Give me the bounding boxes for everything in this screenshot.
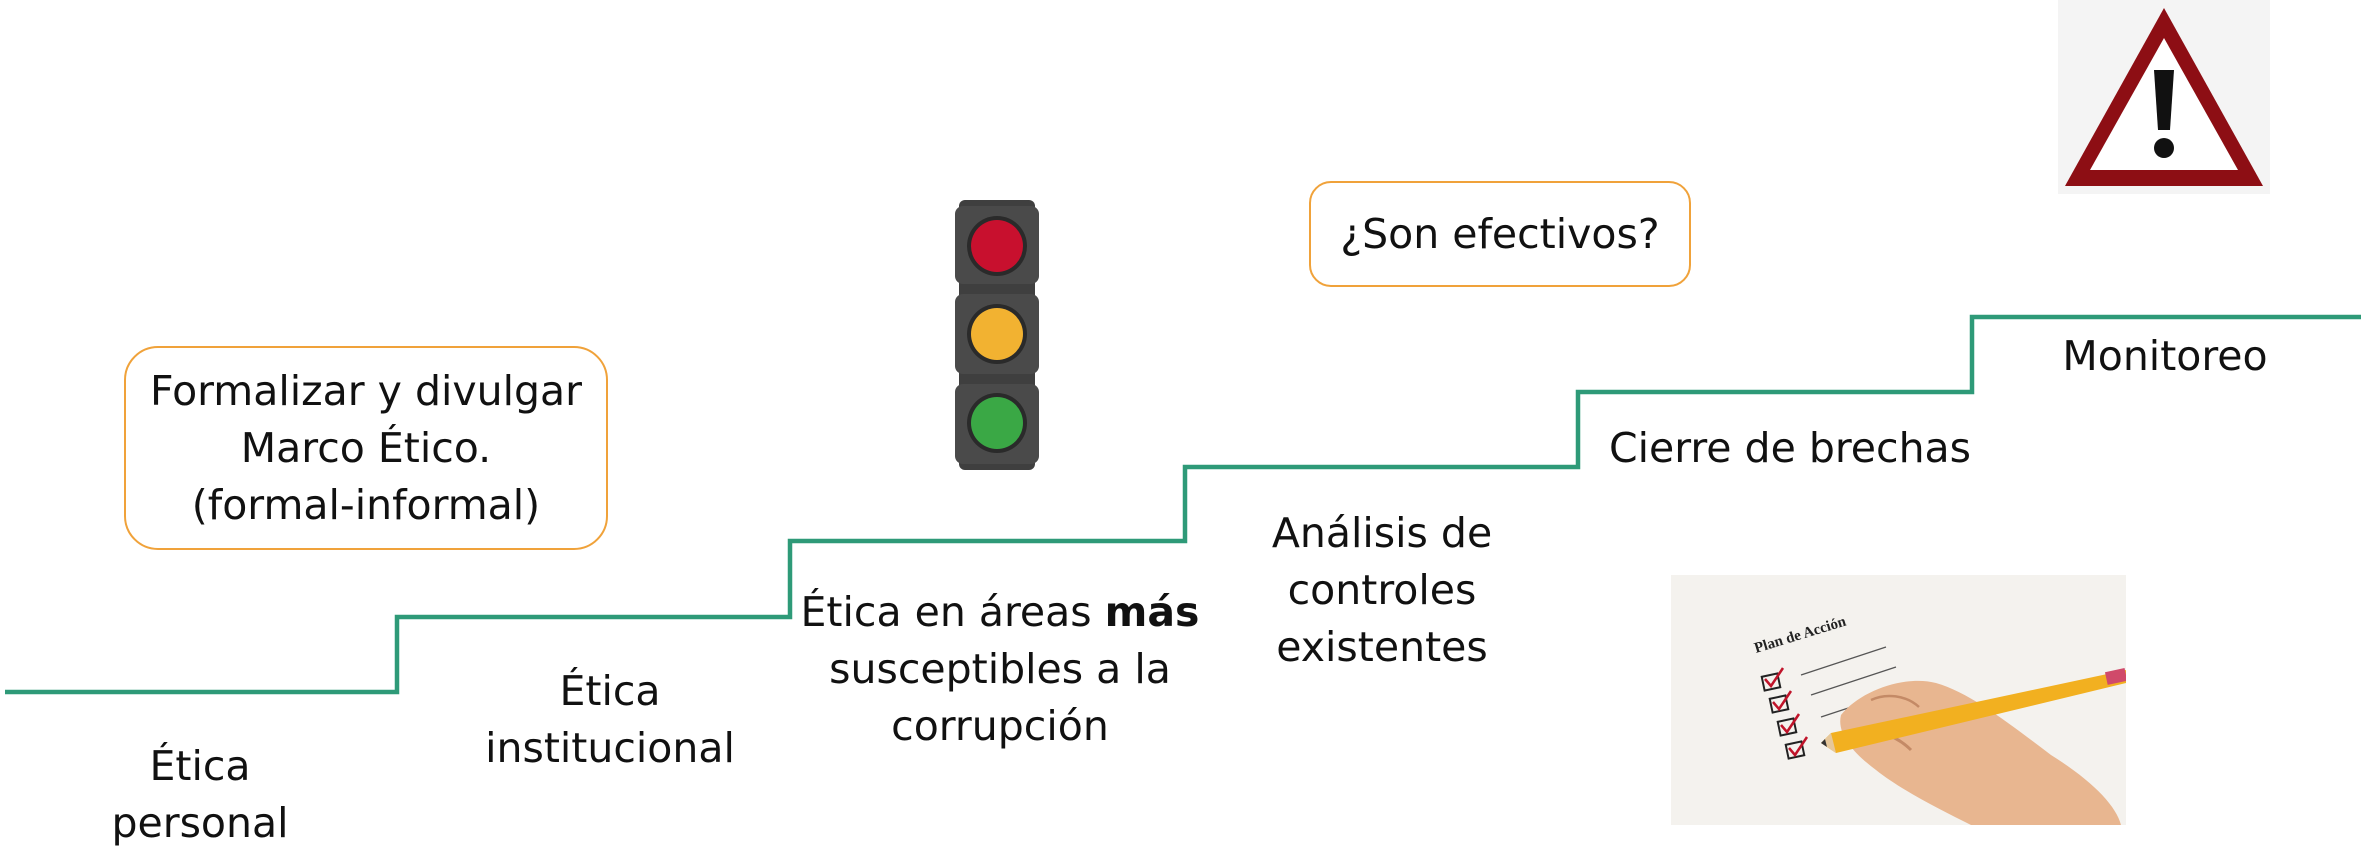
callout-line: Marco Ético. [240, 423, 492, 472]
step-label-line-1: Ética en áreas más [800, 584, 1200, 641]
step-etica-areas-susceptibles: Ética en áreas más susceptibles a la cor… [800, 584, 1200, 755]
callout-line: (formal-informal) [191, 480, 541, 529]
step-label-bold: más [1104, 588, 1200, 636]
step-label-line: susceptibles a la [829, 645, 1171, 693]
step-etica-institucional: Ética institucional [470, 663, 750, 777]
warning-triangle-icon [2058, 0, 2270, 194]
step-label-line: Ética [559, 667, 661, 715]
step-label-line: personal [111, 799, 289, 847]
step-label-line: Cierre de brechas [1608, 424, 1972, 472]
step-analisis-controles: Análisis de controles existentes [1232, 505, 1532, 676]
action-plan-checklist-illustration: Plan de Acción [1671, 575, 2126, 825]
traffic-light-icon [955, 200, 1039, 470]
step-label-line: Monitoreo [2062, 332, 2268, 380]
step-monitoreo: Monitoreo [2035, 328, 2295, 385]
step-cierre-brechas: Cierre de brechas [1600, 420, 1980, 477]
step-label-line: institucional [485, 724, 735, 772]
callout-marco-etico: Formalizar y divulgar Marco Ético. (form… [124, 346, 608, 550]
step-label-line: corrupción [891, 702, 1109, 750]
step-label-line: controles [1287, 566, 1477, 614]
step-label-text: Ética en áreas [800, 588, 1105, 636]
checklist-drawing: Plan de Acción [1671, 575, 2126, 825]
step-label-line: Ética [149, 742, 251, 790]
callout-line: Formalizar y divulgar [149, 366, 583, 415]
staircase-path [5, 314, 2361, 695]
callout-son-efectivos: ¿Son efectivos? [1309, 181, 1691, 287]
callout-line: ¿Son efectivos? [1340, 209, 1660, 258]
step-label-line: existentes [1276, 623, 1488, 671]
step-etica-personal: Ética personal [100, 738, 300, 852]
step-label-line: Análisis de [1271, 509, 1493, 557]
